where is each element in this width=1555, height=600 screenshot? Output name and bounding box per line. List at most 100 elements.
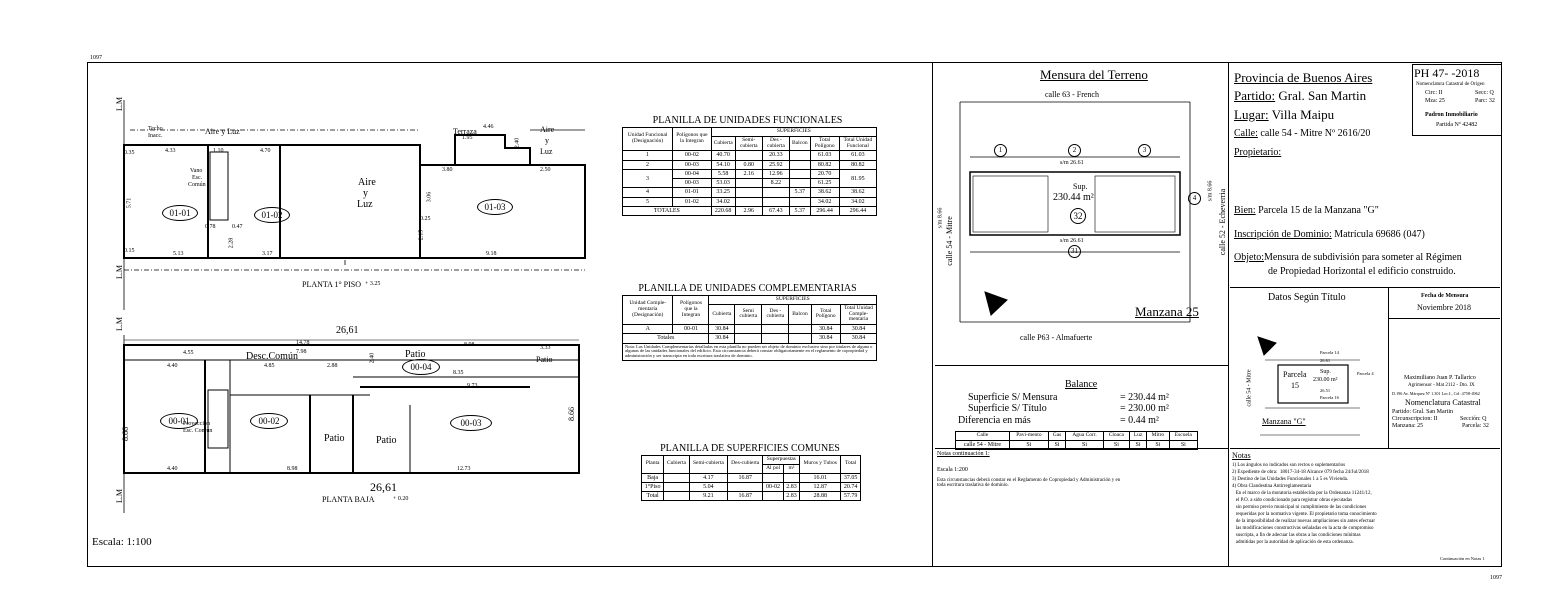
- lm-label-bottom-2: L.M: [115, 489, 124, 503]
- mensura-title: Mensura del Terreno: [1040, 67, 1148, 82]
- table-superficies-comunes: Planta Cubierta Semi-cubierta Des-cubier…: [640, 455, 861, 502]
- objeto-line2: de Propiedad Horizontal el edificio cons…: [1268, 266, 1456, 277]
- label-aire: Aire: [358, 177, 376, 188]
- dim: 4.46: [483, 124, 494, 130]
- firma-nombre: Maximiliano Juan P. Tallarico: [1404, 375, 1476, 381]
- titulo-sup: Sup.: [1320, 369, 1331, 375]
- titulo-p14: Parcela 14: [1320, 350, 1339, 355]
- sheet-code-top: 1097: [90, 55, 102, 61]
- street-top: calle 63 - French: [1045, 90, 1099, 99]
- dim-height-right: 8.66: [567, 407, 576, 421]
- ph-nomenclatura: Nomenclatura Catastral de Origen: [1416, 82, 1485, 87]
- th: Unidad Funcional (Designación): [621, 126, 674, 152]
- parcel-2: 2: [1068, 144, 1081, 157]
- th: Des - cubierta: [761, 303, 790, 326]
- th: Total Polígono: [809, 135, 840, 152]
- dim: 2.50: [540, 167, 551, 173]
- objeto-row: Objeto:Mensura de subdivisión para somet…: [1234, 252, 1462, 263]
- dim: 2.15: [418, 229, 425, 241]
- ph-parc: Parc: 32: [1475, 98, 1495, 104]
- dim: 3.80: [442, 167, 453, 173]
- firma-parcela: Parcela: 32: [1462, 423, 1489, 429]
- label-luz: Luz: [357, 199, 373, 210]
- firma-titulo: Agrimensor - Mat 2112 - Dto. IX: [1408, 383, 1475, 388]
- table-uf-title: PLANILLA DE UNIDADES FUNCIONALES: [652, 115, 843, 126]
- balance-label: Superficie S/ Mensura: [968, 392, 1058, 403]
- label-inacc: Inacc.: [148, 133, 163, 139]
- dim-bottom: s/m 26.61: [1060, 238, 1084, 244]
- th: SUPERFICIES: [710, 127, 878, 137]
- plan-ground-floor-title: PLANTA BAJA: [322, 495, 375, 504]
- scale-label: Escala: 1:100: [92, 536, 152, 548]
- sup-label: Sup.: [1073, 182, 1088, 191]
- dim: 0.25: [420, 216, 431, 222]
- divider: [932, 62, 933, 567]
- th: Unidad Comple-mentaria (Designación): [621, 294, 674, 326]
- divider: [1230, 448, 1500, 449]
- firma-nomenclatura: Nomenclatura Catastral: [1405, 398, 1481, 407]
- label-terraza: Terraza: [453, 127, 477, 136]
- titulo-d1: 26.61: [1320, 358, 1331, 363]
- dim: 2.40: [514, 137, 521, 149]
- dim: 14.78: [296, 340, 310, 346]
- dim: 4.40: [167, 466, 178, 472]
- dim: 0.47: [232, 224, 243, 230]
- dim: 12.73: [457, 466, 471, 472]
- dim: 0.78: [205, 224, 216, 230]
- plan-first-floor-title: PLANTA 1° PISO: [302, 280, 362, 289]
- label-esc: Esc.: [192, 175, 203, 181]
- firma-direccion: D.196 Av. Márquez Nº 1.301 Loc.I., Cel: …: [1392, 391, 1480, 396]
- label-y: y: [363, 188, 368, 199]
- dim: 4.70: [260, 148, 271, 154]
- label-patio: Patio: [405, 349, 426, 360]
- unit-00-01: 00-01: [160, 413, 198, 429]
- titulo-map: [1257, 336, 1360, 436]
- th: Polígonos que la Integran: [672, 126, 712, 152]
- dim: 4.33: [165, 148, 176, 154]
- dim: 2.28: [228, 237, 235, 249]
- dim: 3.06: [426, 191, 433, 203]
- sup-value: 230.44 m²: [1053, 192, 1094, 203]
- ph-partida: Partida Nº 42482: [1436, 122, 1478, 128]
- parcel-4: 4: [1188, 192, 1201, 205]
- balance-value: = 230.44 m²: [1120, 392, 1169, 403]
- th: Balcon: [788, 303, 812, 326]
- label-patio: Patio: [376, 435, 397, 446]
- divider: [1389, 318, 1500, 319]
- dim-top: s/m 26.61: [1060, 160, 1084, 166]
- provincia: Provincia de Buenos Aires: [1234, 70, 1373, 85]
- dim: 4.55: [183, 350, 194, 356]
- lugar-row: Lugar: Villa Maipu: [1234, 107, 1335, 122]
- total-width-bottom: 26,61: [370, 480, 397, 494]
- dim: 5.13: [173, 251, 184, 257]
- partido-row: Partido: Gral. San Martin: [1234, 88, 1367, 103]
- dim: 1.95: [462, 135, 473, 141]
- th: Cubierta: [708, 303, 736, 326]
- th: SUPERFICIES: [708, 295, 877, 305]
- divider: [1228, 62, 1229, 567]
- lm-label-top-2: L.M: [115, 265, 124, 279]
- plan-ground-floor-level: + 0.20: [393, 496, 409, 502]
- dim: 1.10: [213, 148, 224, 154]
- label-techo: Techo: [148, 126, 163, 132]
- th: Des - cubierta: [761, 135, 791, 152]
- plan-ground-floor: [123, 335, 580, 513]
- dim: 0.35: [124, 150, 135, 156]
- dim: 9.73: [467, 383, 478, 389]
- calle-row: Calle: calle 54 - Mitre Nº 2616/20: [1234, 128, 1371, 139]
- th: Total Unidad Comple-mentaria: [839, 303, 878, 326]
- dim: 7.98: [296, 349, 307, 355]
- dim: 3.33: [540, 345, 551, 351]
- street-left: calle 54 - Mitre: [944, 216, 954, 266]
- unit-01-03: 01-03: [477, 199, 513, 215]
- plan-first-floor: [123, 100, 586, 310]
- parcel-3: 3: [1138, 144, 1151, 157]
- fecha-label: Fecha de Mensura: [1421, 293, 1469, 299]
